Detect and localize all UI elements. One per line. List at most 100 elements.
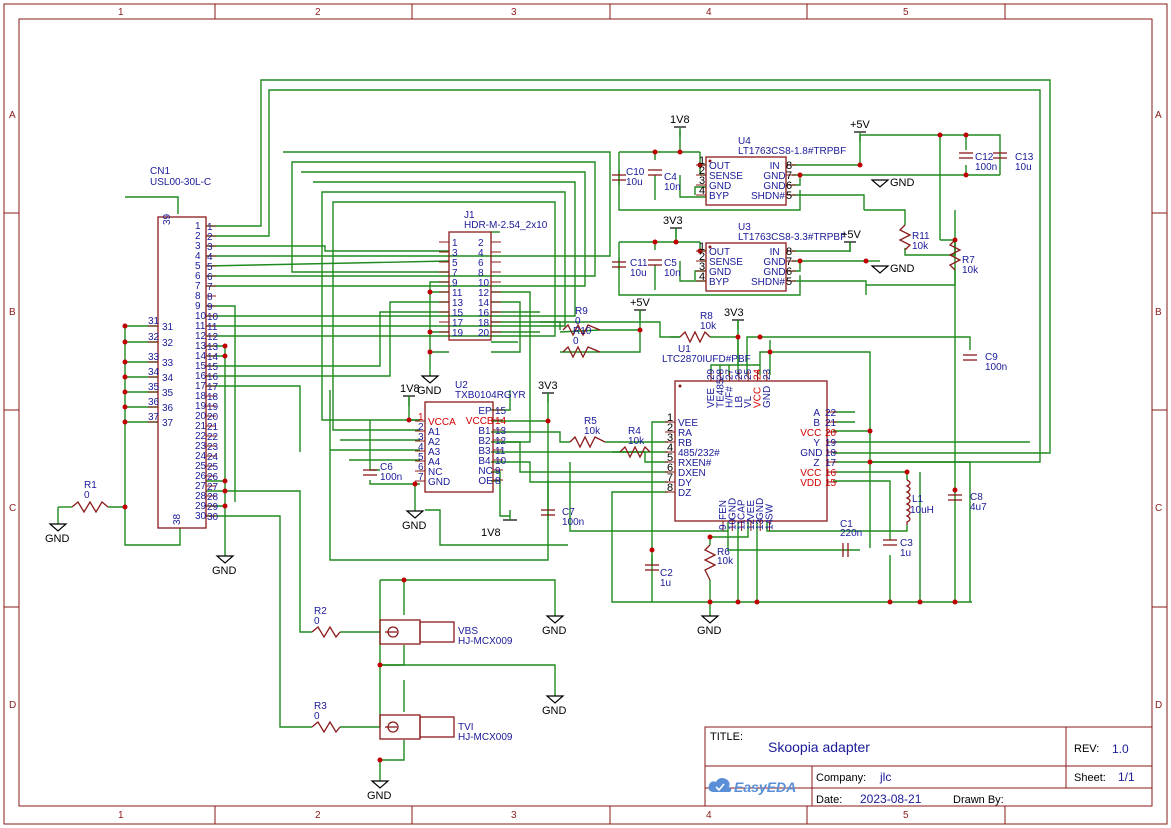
u1-pin-number: 28 — [715, 368, 726, 380]
u4-pins-pin-number: 8 — [786, 160, 792, 172]
col-label: 4 — [706, 810, 712, 821]
u1-pin-number: 18 — [825, 448, 837, 459]
u1-pin-number: 29 — [706, 368, 717, 380]
gnd-symbol: GND — [542, 690, 567, 717]
wires — [57, 79, 1051, 775]
svg-text:10k: 10k — [700, 321, 717, 332]
u1-pin-name: GND — [800, 448, 822, 459]
svg-text:R8: R8 — [700, 311, 713, 322]
u1-pin-number: 7 — [667, 472, 673, 484]
gnd-label: GND — [45, 533, 70, 545]
r11: R11 10k — [898, 224, 930, 252]
svg-text:R11: R11 — [912, 231, 930, 242]
power-label: 3V3 — [724, 307, 744, 319]
cn1-pin-label: 5 — [207, 262, 213, 273]
j1-pin-left: 1 — [452, 238, 458, 249]
j1-pin-left: 15 — [452, 308, 464, 319]
r4: R4 10k — [619, 426, 651, 459]
u2-pin-name: NC — [428, 467, 442, 478]
u1-pin-name: VCC — [800, 428, 821, 439]
svg-text:100n: 100n — [562, 517, 584, 528]
cn1-pin-label: 26 — [207, 472, 219, 483]
power-symbol: +5V — [841, 229, 862, 252]
r9: R9 0 — [562, 306, 601, 337]
cn1-pin-label: 33 — [162, 358, 174, 369]
title-value: Skoopia adapter — [768, 739, 870, 755]
vbs-connector: VBS HJ-MCX009 — [379, 619, 513, 647]
u2-pin-number: 14 — [495, 416, 507, 427]
cn1-pin-label: 12 — [207, 332, 219, 343]
cn1-pin-label: 17 — [207, 382, 219, 393]
r6: R6 10k — [703, 544, 734, 581]
tvi-connector: TVI HJ-MCX009 — [379, 714, 513, 743]
cn1-pin-label: 20 — [207, 412, 219, 423]
j1-pin-left: 7 — [452, 268, 458, 279]
svg-text:R3: R3 — [314, 701, 327, 712]
u3-pins-pin-number: 4 — [699, 271, 705, 283]
u1-pin-name: Z — [813, 458, 819, 469]
cn1-value: USL00-30L-C — [150, 177, 211, 188]
u1-pin-name: B — [813, 418, 820, 429]
svg-text:0: 0 — [314, 711, 320, 722]
svg-text:C12: C12 — [975, 152, 994, 163]
svg-text:100n: 100n — [380, 472, 402, 483]
svg-text:C2: C2 — [660, 568, 673, 579]
col-label: 4 — [706, 7, 712, 18]
u1-pin-name: TE485 — [715, 378, 726, 408]
u3-pins-pin-number: 3 — [699, 261, 705, 273]
gnd-label: GND — [697, 625, 722, 637]
u1-pin-number: 1 — [667, 412, 673, 424]
svg-text:10n: 10n — [664, 268, 681, 279]
cn1-pin-number: 9 — [195, 301, 201, 312]
u1-pin-name: H/F# — [725, 386, 736, 408]
gnd-symbol: GND — [45, 518, 70, 545]
row-label: D — [9, 700, 16, 711]
svg-text:R9: R9 — [575, 306, 588, 317]
j1-pin-right: 2 — [478, 238, 484, 249]
u1-pin-name: VDD — [800, 478, 821, 489]
u1-pin-name: GND — [727, 498, 738, 520]
cn1-pin-number: 31 — [148, 316, 160, 327]
u4-pins-pin-name: GND — [763, 181, 785, 192]
svg-text:10n: 10n — [664, 182, 681, 193]
u1-pin-number: 24 — [753, 368, 764, 380]
cn1-pin-number: 25 — [195, 461, 207, 472]
svg-text:C1: C1 — [840, 519, 853, 530]
u2-pin-name: B1 — [478, 426, 491, 437]
u1-pin-number: 16 — [825, 468, 837, 479]
r10: R10 0 — [562, 326, 601, 359]
col-label: 2 — [315, 7, 321, 18]
power-label: 3V3 — [538, 380, 558, 392]
cn1-pin-number: 5 — [195, 261, 201, 272]
row-label: B — [1155, 307, 1162, 318]
cn1-pin-number: 11 — [195, 321, 206, 332]
u1-pin-number: 19 — [825, 438, 837, 449]
cn1-pin-number: 27 — [195, 481, 207, 492]
svg-text:10k: 10k — [628, 436, 645, 447]
u4-pins-pin-number: 5 — [786, 190, 792, 202]
u1-pin-number: 20 — [825, 428, 837, 439]
power-symbol: +5V — [630, 297, 651, 320]
u1-pin-number: 11 — [737, 519, 748, 530]
cn1-pin-number: 32 — [148, 332, 160, 343]
svg-text:0: 0 — [575, 316, 581, 327]
u1-pin-number: 9 — [718, 524, 729, 530]
gnd-symbol: GND — [542, 610, 567, 637]
rev-value: 1.0 — [1112, 742, 1129, 756]
u4-ref: U4 — [738, 136, 751, 147]
cn1-pin-label: 21 — [207, 422, 219, 433]
u2-pin-number: 5 — [418, 452, 424, 463]
u2-pin-number: 1 — [418, 412, 424, 423]
u1-pin-number: 2 — [667, 422, 673, 434]
u1-pin-name: RB — [678, 438, 692, 449]
u1-pin-name: Y — [813, 438, 820, 449]
svg-text:C4: C4 — [664, 172, 677, 183]
gnd-symbol: GND — [212, 550, 237, 577]
u2-pin-number: 2 — [418, 422, 424, 433]
u1-pin-number: 10 — [727, 518, 738, 530]
cn1-pin-label: 32 — [162, 338, 174, 349]
cn1-pin-label: 7 — [207, 282, 213, 293]
